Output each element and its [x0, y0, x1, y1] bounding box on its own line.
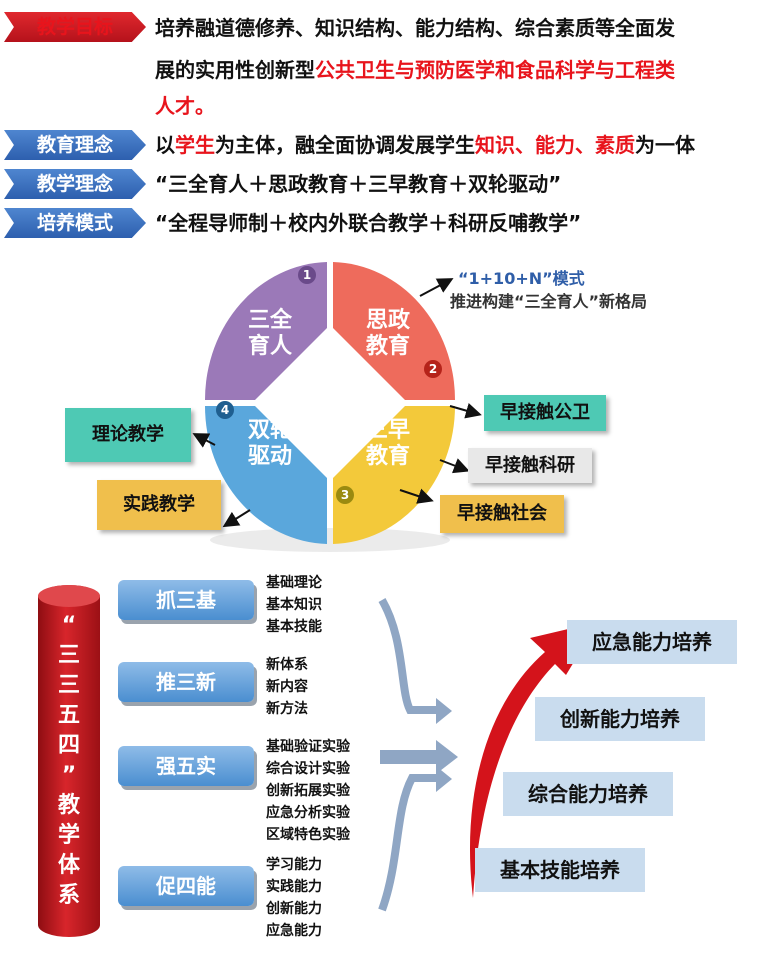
group-list: 基础验证实验综合设计实验创新拓展实验应急分析实验区域特色实验: [266, 736, 350, 846]
label: 驱动: [247, 444, 292, 469]
list-item: 创新拓展实验: [266, 783, 350, 799]
highlight: 学生: [175, 133, 215, 157]
group-list: 学习能力实践能力创新能力应急能力: [266, 854, 322, 942]
label: 双轮: [247, 418, 292, 443]
number-badge: 4: [216, 401, 234, 419]
shadow: [210, 528, 450, 552]
arrow: [419, 278, 454, 297]
pillar-char: 三: [57, 673, 80, 698]
list-item: 区域特色实验: [266, 827, 350, 843]
arrow: [192, 433, 216, 448]
list-item: 新方法: [266, 701, 308, 717]
label: 三早: [365, 418, 410, 443]
label: 教育: [365, 444, 410, 469]
tag-teaching-concept: 教学理念: [4, 169, 146, 199]
box-research: 早接触科研: [468, 448, 592, 483]
list-item: 基础理论: [266, 575, 322, 591]
outcome-box: 基本技能培养: [475, 848, 645, 892]
goal-line-2: 展的实用性创新型公共卫生与预防医学和食品科学与工程类: [155, 58, 675, 82]
flow-arrows: [378, 598, 598, 912]
text: 以: [155, 133, 175, 157]
label: 三全: [247, 308, 292, 333]
list-item: 创新能力: [266, 901, 322, 917]
group-button: 强五实: [118, 746, 254, 786]
number-badge: 3: [336, 486, 354, 504]
arrow: [222, 509, 251, 528]
quadrant-3: [333, 406, 455, 544]
number-badge: 1: [298, 266, 316, 284]
model-title: “1+10+N”模式: [458, 269, 585, 288]
list-item: 学习能力: [266, 857, 322, 873]
goal-line-1: 培养融道德修养、知识结构、能力结构、综合素质等全面发: [155, 16, 675, 40]
growth-arrow: [469, 622, 598, 898]
group-button: 促四能: [118, 866, 254, 906]
label: 育人: [247, 334, 292, 359]
arrow: [399, 488, 434, 504]
education-concept-text: 以学生为主体，融全面协调发展学生知识、能力、素质为一体: [155, 133, 695, 157]
list-item: 应急能力: [266, 923, 322, 939]
list-item: 基础验证实验: [266, 739, 350, 755]
tag-education-concept: 教育理念: [4, 130, 146, 160]
text: 为主体，融全面协调发展学生: [215, 133, 475, 157]
goal-text: 展的实用性创新型: [155, 58, 315, 82]
pillar-text: “三三五四”教学体系: [38, 611, 100, 911]
list-item: 基本知识: [266, 597, 322, 613]
list-item: 新内容: [266, 679, 308, 695]
quadrant-1-label: 三全育人: [240, 308, 300, 360]
box-practice: 实践教学: [97, 480, 221, 530]
teaching-concept-text: “三全育人＋思政教育＋三早教育＋双轮驱动”: [155, 172, 562, 196]
pillar-char: ”: [61, 763, 77, 788]
pillar-char: 教: [57, 793, 80, 818]
text: 为一体: [635, 133, 695, 157]
goal-line-3: 人才。: [155, 94, 215, 118]
quadrant-4-label: 双轮驱动: [240, 418, 300, 470]
pillar-char: 四: [57, 733, 80, 758]
pillar: “三三五四”教学体系: [38, 585, 100, 937]
box-society: 早接触社会: [440, 495, 564, 533]
goal-highlight: 人才。: [155, 94, 215, 118]
training-mode-text: “全程导师制＋校内外联合教学＋科研反哺教学”: [155, 211, 582, 235]
outcome-box: 创新能力培养: [535, 697, 705, 741]
goal-text: 培养融道德修养、知识结构、能力结构、综合素质等全面发: [155, 16, 675, 40]
quadrant-4: [205, 406, 327, 544]
quadrant-3-label: 三早教育: [358, 418, 418, 470]
highlight: 知识、能力、素质: [475, 133, 635, 157]
wheel-arrows: [192, 262, 482, 552]
list-item: 新体系: [266, 657, 308, 673]
list-item: 实践能力: [266, 879, 322, 895]
goal-highlight: 公共卫生与预防医学和食品科学与工程类: [315, 58, 675, 82]
box-public-health: 早接触公卫: [484, 395, 606, 431]
group-list: 新体系新内容新方法: [266, 654, 308, 720]
number-badge: 2: [424, 360, 442, 378]
box-theory: 理论教学: [65, 408, 191, 462]
quadrant-1: [204, 262, 327, 400]
label: 教育: [365, 334, 410, 359]
list-item: 综合设计实验: [266, 761, 350, 777]
arrow: [449, 403, 482, 419]
group-button: 推三新: [118, 662, 254, 702]
pillar-char: 系: [57, 883, 80, 908]
arrow: [439, 458, 470, 474]
pillar-char: “: [61, 613, 77, 638]
pillar-char: 体: [57, 853, 80, 878]
tag-teaching-goal: 教学目标: [4, 12, 146, 42]
model-subtitle: 推进构建“三全育人”新格局: [450, 292, 648, 311]
list-item: 基本技能: [266, 619, 322, 635]
pillar-char: 五: [57, 703, 80, 728]
quadrant-2-label: 思政教育: [358, 308, 418, 360]
list-item: 应急分析实验: [266, 805, 350, 821]
group-list: 基础理论基本知识基本技能: [266, 572, 322, 638]
tag-training-mode: 培养模式: [4, 208, 146, 238]
pillar-char: 三: [57, 643, 80, 668]
label: 思政: [365, 308, 410, 333]
outcome-box: 应急能力培养: [567, 620, 737, 664]
pillar-char: 学: [57, 823, 80, 848]
group-button: 抓三基: [118, 580, 254, 620]
outcome-box: 综合能力培养: [503, 772, 673, 816]
